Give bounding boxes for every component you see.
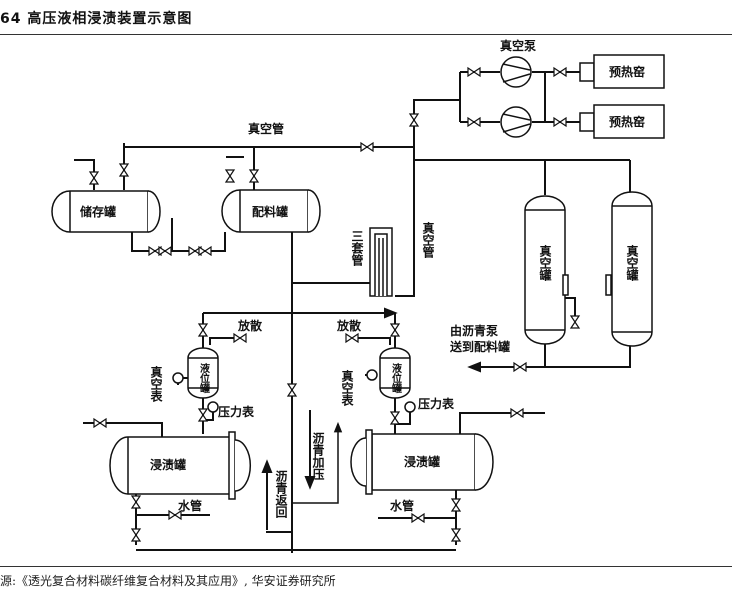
vacuum-pump-2 xyxy=(500,106,532,138)
label-vent-right: 放散 xyxy=(336,318,362,333)
label-vacuum-gauge-left: 真空表 xyxy=(149,365,163,403)
vacuum-pump-1 xyxy=(500,56,532,88)
label-vacuum-pump: 真空泵 xyxy=(500,38,536,53)
label-impregnation-left: 浸渍罐 xyxy=(150,457,186,472)
furnace-connector-2 xyxy=(579,112,595,132)
label-vacuum-pipe: 真空管 xyxy=(248,121,284,136)
label-pitch-return: 沥青返回 xyxy=(274,470,288,519)
label-vent-left: 放散 xyxy=(237,318,263,333)
label-level-tank-right: 液位罐 xyxy=(390,362,403,394)
figure-title: 64 高压液相浸渍装置示意图 xyxy=(0,11,193,27)
label-impregnation-right: 浸渍罐 xyxy=(404,454,440,469)
label-pressure-gauge-right: 压力表 xyxy=(418,396,455,411)
preheat-furnace-2 xyxy=(593,104,665,139)
impregnation-tank-left xyxy=(109,436,231,495)
label-pressure-gauge-left: 压力表 xyxy=(218,404,255,419)
source-note: 源:《透光复合材料碳纤维复合材料及其应用》, 华安证券研究所 xyxy=(0,574,336,588)
label-water-pipe-right: 水管 xyxy=(390,498,414,513)
label-vacuum-tank-2: 真空罐 xyxy=(625,244,639,282)
label-pitch-pressurize: 沥青加压 xyxy=(311,432,325,481)
label-pump-line1: 由沥青泵 xyxy=(450,323,498,338)
label-water-pipe-left: 水管 xyxy=(178,498,202,513)
label-vacuum-tank-1: 真空罐 xyxy=(538,244,552,282)
label-vacuum-pipe-vertical: 真空管 xyxy=(421,221,435,259)
label-triple-pipe: 三套管 xyxy=(350,230,364,267)
source-divider xyxy=(0,566,732,567)
label-storage-tank: 储存罐 xyxy=(80,204,116,219)
label-mixing-tank: 配料罐 xyxy=(252,204,288,219)
preheat-furnace-1 xyxy=(593,54,665,89)
title-divider xyxy=(0,34,732,35)
label-vacuum-gauge-right: 真空表 xyxy=(340,369,354,407)
label-level-tank-left: 液位罐 xyxy=(198,362,211,394)
furnace-connector-1 xyxy=(579,62,595,82)
label-preheat-furnace-1: 预热窑 xyxy=(609,64,645,79)
label-preheat-furnace-2: 预热窑 xyxy=(609,114,645,129)
label-pump-line2: 送到配料罐 xyxy=(449,339,510,354)
